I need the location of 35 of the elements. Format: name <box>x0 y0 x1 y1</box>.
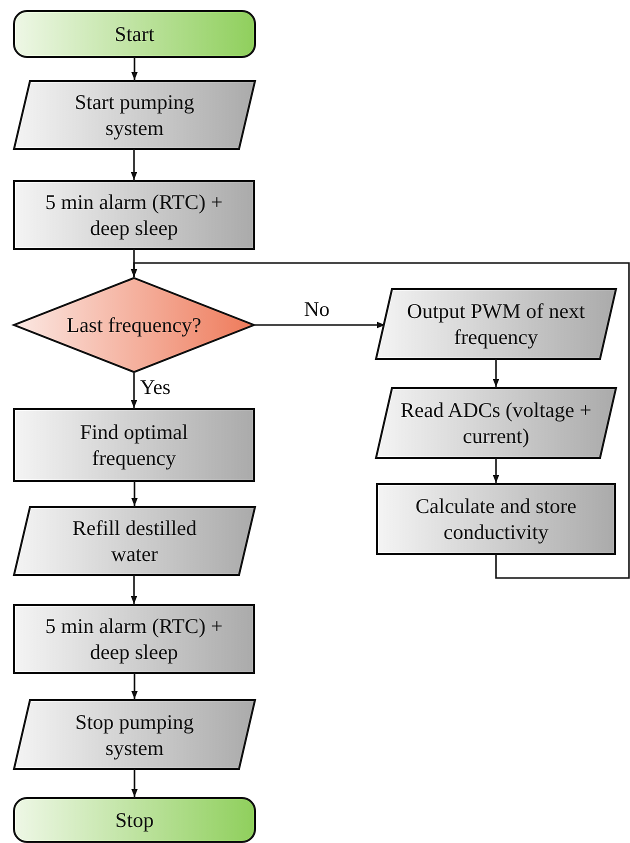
node-text: Find optimal frequency <box>79 419 189 471</box>
node-text: Output PWM of next frequency <box>406 298 586 350</box>
arrow <box>492 360 500 387</box>
process-box <box>13 604 255 674</box>
node-text: Stop <box>115 807 154 833</box>
arrow <box>130 576 138 604</box>
node-text: Start pumping system <box>74 89 196 141</box>
process-box <box>13 180 255 250</box>
arrow <box>131 482 138 506</box>
arrow <box>130 373 138 408</box>
node-text: 5 min alarm (RTC) + deep sleep <box>44 613 224 665</box>
node-text: Read ADCs (voltage + current) <box>400 397 592 449</box>
arrow <box>255 322 385 328</box>
input-output-box <box>13 506 256 576</box>
node-text: Refill destilled water <box>71 515 198 567</box>
arrow <box>130 150 138 180</box>
arrow <box>131 770 138 797</box>
input-output-box <box>375 288 617 360</box>
input-output-box <box>13 699 256 770</box>
node-text: Calculate and store conductivity <box>414 493 578 545</box>
arrow <box>492 459 500 483</box>
arrow <box>131 674 138 699</box>
node-text: Stop pumping system <box>74 708 195 760</box>
node-text: 5 min alarm (RTC) + deep sleep <box>44 189 224 241</box>
node-text: Start <box>114 21 154 47</box>
process-box <box>376 483 616 555</box>
input-output-box <box>13 80 256 150</box>
process-box <box>13 408 255 482</box>
node-text: Last frequency? <box>66 312 202 338</box>
arrow <box>131 58 138 80</box>
terminal-box <box>13 797 256 843</box>
decision-diamond <box>13 277 255 373</box>
input-output-box <box>375 387 617 459</box>
terminal-box <box>13 10 256 58</box>
arrow <box>130 262 630 579</box>
